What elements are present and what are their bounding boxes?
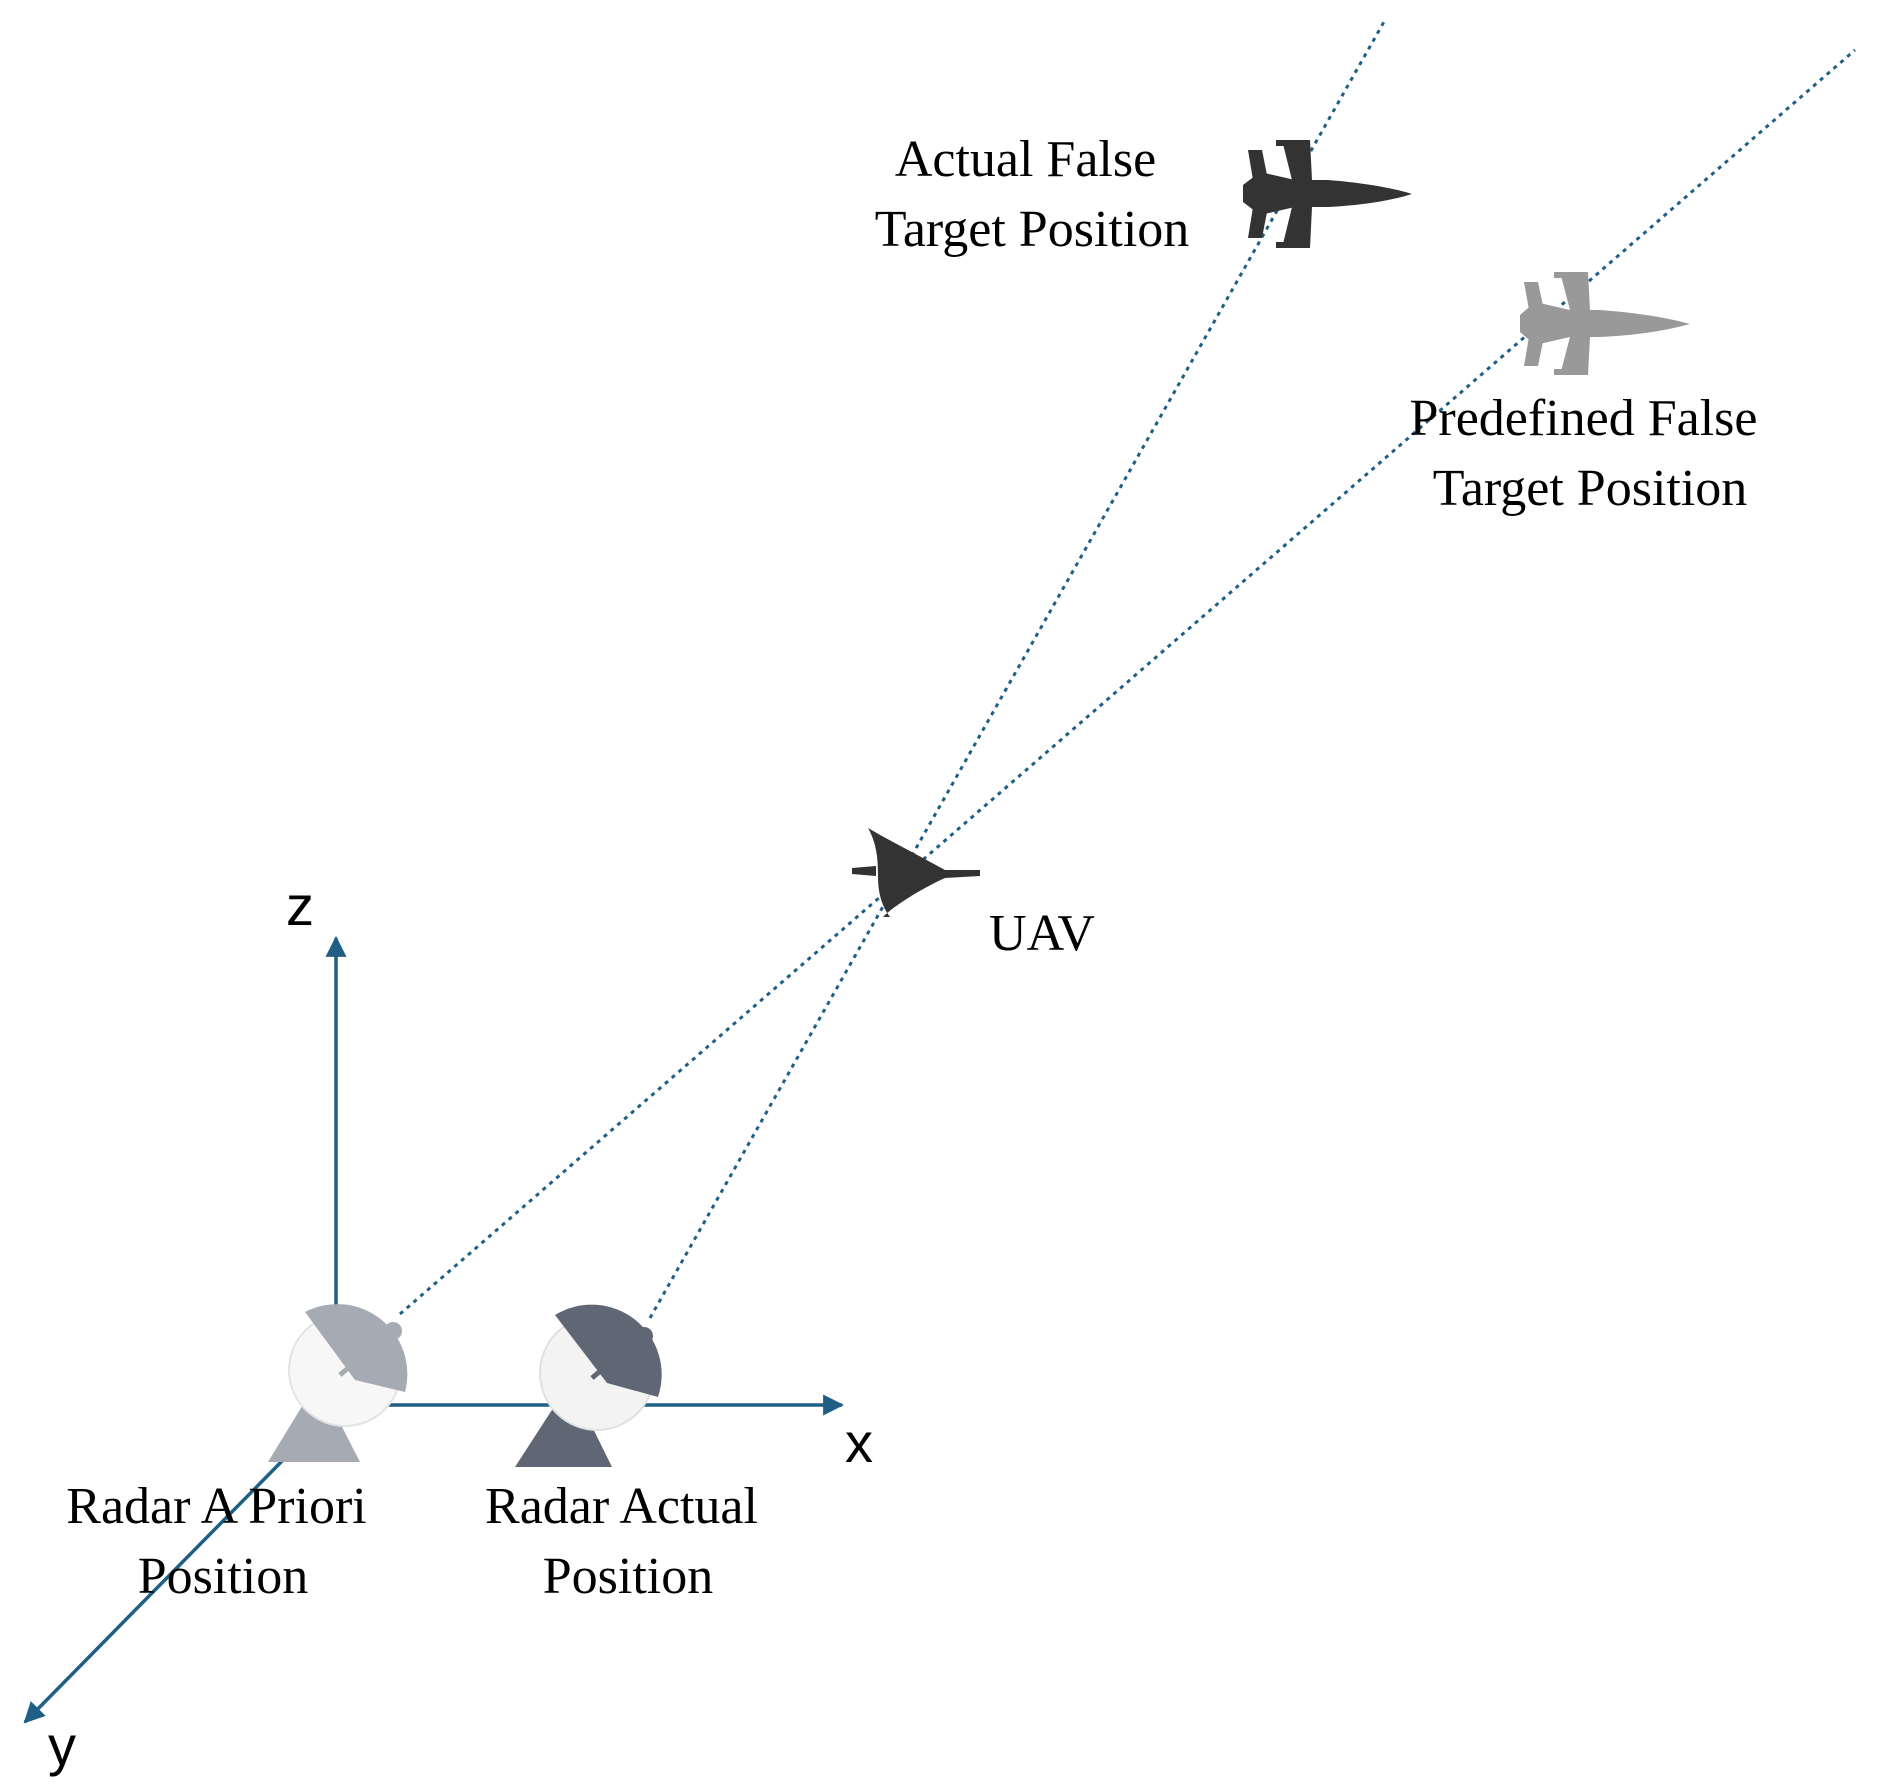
z-axis-label: z — [286, 874, 314, 937]
coordinate-axes: z x y — [23, 874, 873, 1777]
actual-false-target-jet-icon — [1243, 140, 1412, 248]
radar-a-priori-label-line2: Position — [138, 1548, 309, 1605]
uav-label: UAV — [989, 905, 1095, 962]
radar-actual-label: Radar Actual Position — [485, 1478, 771, 1605]
radar-a-priori-label-line1: Radar A Priori — [66, 1478, 366, 1535]
predefined-false-target-jet-icon — [1520, 272, 1690, 375]
y-axis — [23, 1456, 287, 1724]
lines-of-sight — [399, 19, 1856, 1319]
radar-a-priori-icon — [268, 1304, 408, 1462]
predefined-false-target-label-line1: Predefined False — [1409, 390, 1757, 447]
uav-icon — [852, 828, 980, 917]
radar-actual-label-line2: Position — [543, 1548, 714, 1605]
actual-false-target-label-line2: Target Position — [875, 201, 1190, 258]
los-actual-radar-to-actual-target — [648, 19, 1387, 1319]
radar-actual-label-line1: Radar Actual — [485, 1478, 758, 1535]
radar-actual-icon — [515, 1304, 662, 1467]
radar-a-priori-label: Radar A Priori Position — [66, 1478, 379, 1605]
predefined-false-target-label-line2: Target Position — [1433, 460, 1748, 517]
los-apriori-radar-to-predefined-target — [399, 48, 1856, 1316]
x-axis-label: x — [845, 1411, 873, 1474]
y-axis-label: y — [48, 1714, 76, 1777]
actual-false-target-label-line1: Actual False — [895, 131, 1156, 188]
predefined-false-target-label: Predefined False Target Position — [1409, 390, 1770, 517]
actual-false-target-label: Actual False Target Position — [875, 131, 1190, 258]
